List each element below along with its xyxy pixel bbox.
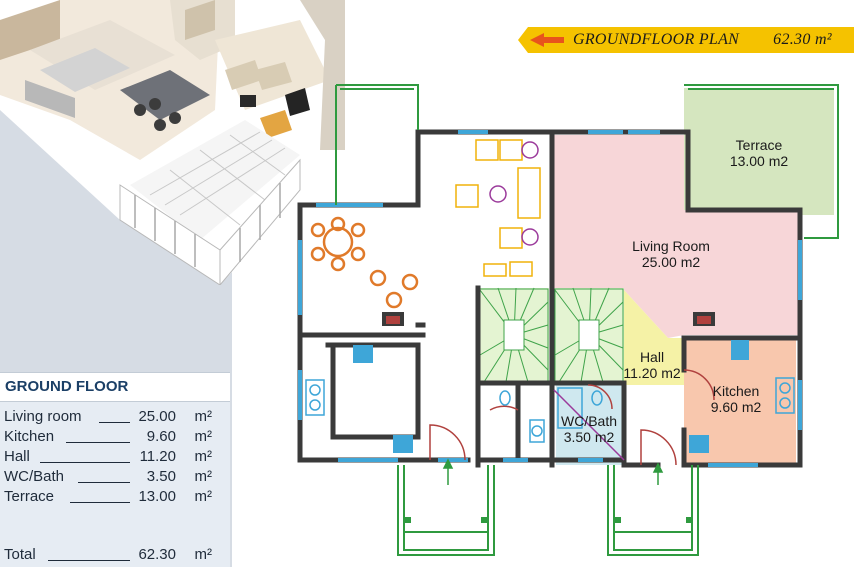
terrace-label: Terrace 13.00 m2 [729, 137, 789, 169]
living-room-fill [554, 135, 798, 338]
banner-title: GROUNDFLOOR PLAN [573, 31, 740, 48]
hall-label: Hall 11.20 m2 [623, 349, 681, 381]
arrow-left-icon [530, 33, 564, 47]
banner-area: 62.30 m² [773, 31, 832, 48]
summary-heading: GROUND FLOOR [0, 372, 230, 402]
3d-render-illustration [0, 0, 345, 285]
kitchen-label: Kitchen 9.60 m2 [710, 383, 762, 415]
floor-plan-drawing [297, 84, 839, 556]
kitchen-fill [684, 338, 796, 465]
title-banner: GROUNDFLOOR PLAN 62.30 m² [518, 27, 854, 53]
banner-text: GROUNDFLOOR PLAN 62.30 m² [573, 31, 853, 49]
floor-plan: Terrace 13.00 m2 Living Room 25.00 m2 Ha… [288, 80, 855, 567]
banner-shape [518, 27, 854, 53]
living-room-label: Living Room 25.00 m2 [632, 238, 710, 270]
terrace-fill [684, 88, 834, 215]
wcbath-label: WC/Bath 3.50 m2 [560, 413, 617, 445]
